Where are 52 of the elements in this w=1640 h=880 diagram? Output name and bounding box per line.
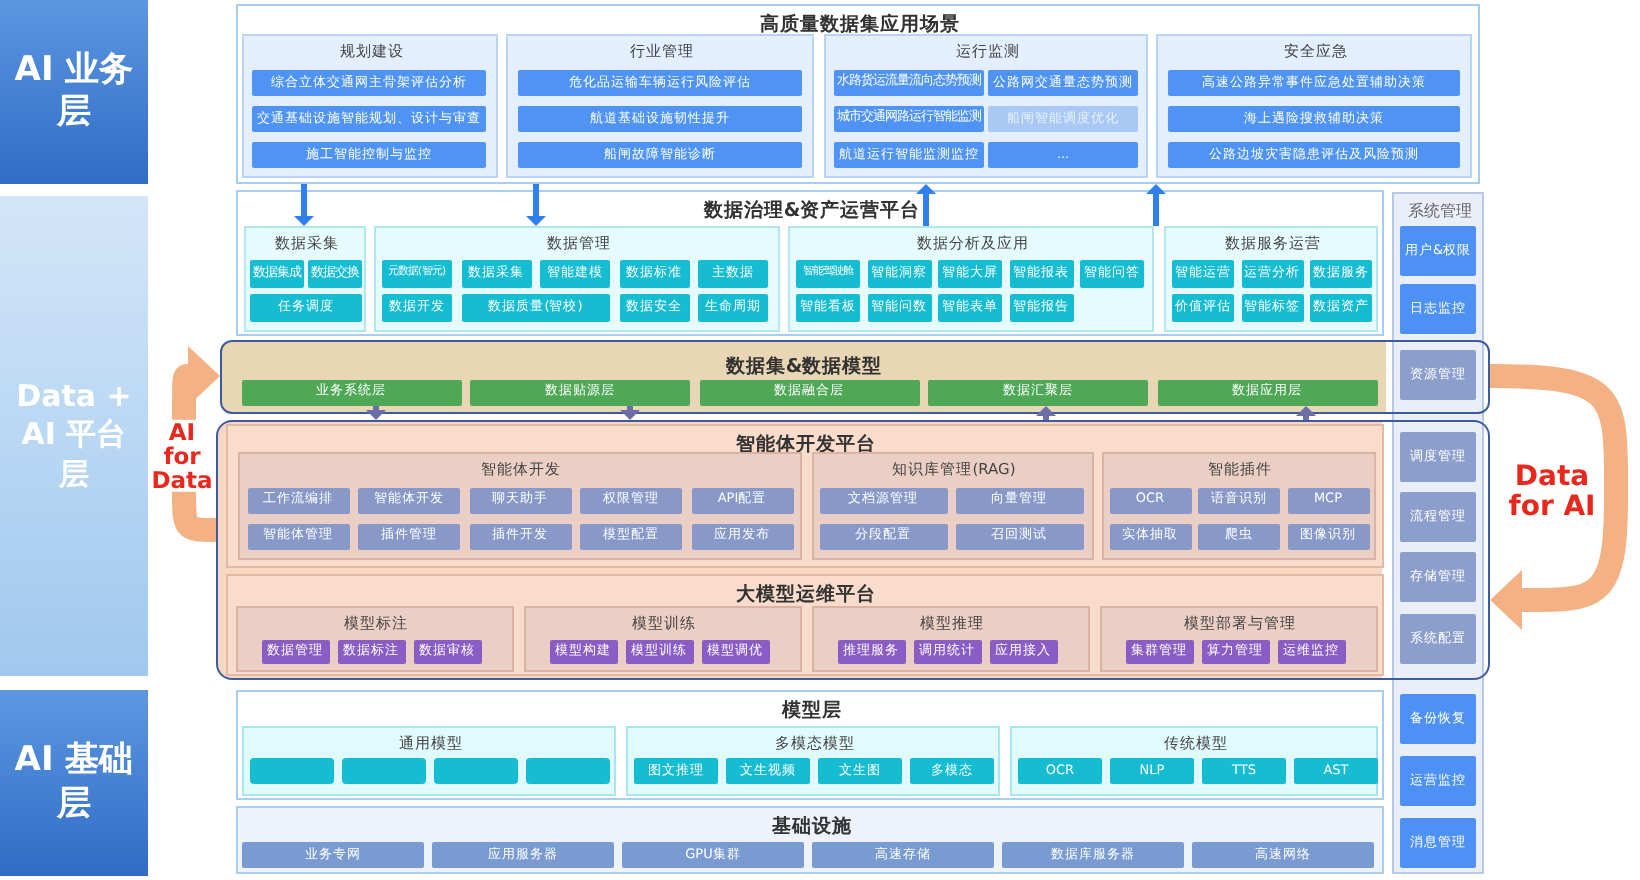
group-panel	[242, 34, 498, 178]
group-panel	[242, 726, 616, 796]
panel-title: 智能体开发平台	[736, 431, 876, 457]
layer-band: AI 业务层	[0, 0, 148, 184]
layer-band: AI 基础层	[0, 690, 148, 876]
feature-box	[434, 758, 518, 784]
group-panel	[1164, 226, 1378, 332]
group-panel	[811, 605, 1089, 671]
platform-panel	[225, 423, 1383, 567]
arrow	[1036, 406, 1056, 420]
group-panel	[788, 226, 1154, 332]
section-panel	[236, 690, 1384, 800]
group-panel	[1156, 34, 1472, 178]
arrow	[1489, 364, 1628, 630]
group-panel	[235, 605, 513, 671]
layer-panel	[220, 340, 1490, 414]
feature-box	[526, 758, 610, 784]
panel-title: 系统管理	[1408, 200, 1472, 222]
panel-title: 模型层	[782, 698, 842, 724]
group-panel	[811, 451, 1093, 559]
group-panel	[1010, 726, 1378, 796]
panel-title: 基础设施	[772, 814, 852, 840]
feature-box	[250, 758, 334, 784]
section-panel	[236, 806, 1384, 874]
platform-panel	[225, 573, 1383, 675]
arrow	[1296, 406, 1316, 420]
group-panel	[824, 34, 1148, 178]
group-panel	[237, 451, 801, 559]
edge-label: AI for Data	[150, 419, 214, 493]
group-panel	[626, 726, 1000, 796]
feature-box	[342, 758, 426, 784]
group-panel	[523, 605, 801, 671]
panel-title: 大模型运维平台	[736, 581, 876, 607]
group-panel	[506, 34, 814, 178]
panel-title: 数据治理&资产运营平台	[703, 198, 921, 224]
group-panel	[1099, 605, 1377, 671]
panel-title: 高质量数据集应用场景	[760, 12, 960, 38]
arrow	[916, 184, 936, 226]
arrow	[366, 406, 386, 420]
group-panel	[374, 226, 780, 332]
arrow	[294, 184, 314, 226]
arrow	[526, 184, 546, 226]
arrow	[620, 406, 640, 420]
layer-band: Data + AI 平台层	[0, 196, 148, 676]
group-panel	[244, 226, 366, 332]
section-panel	[236, 4, 1480, 184]
platform-frame	[216, 420, 1490, 680]
edge-label: Data for AI	[1508, 462, 1596, 522]
section-panel	[236, 190, 1384, 336]
group-panel	[1101, 451, 1375, 559]
arrow	[1146, 184, 1166, 226]
panel-title: 数据集&数据模型	[725, 354, 883, 380]
